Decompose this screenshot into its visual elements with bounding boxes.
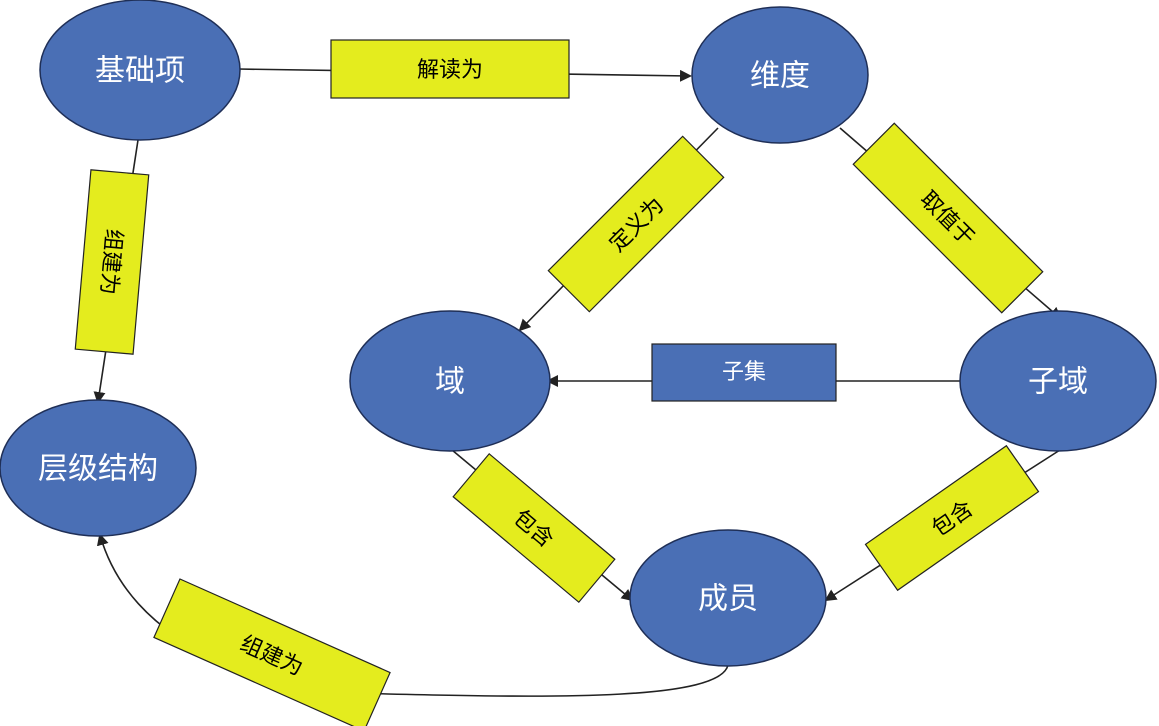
edge-label-built-as-top: 组建为 [74, 169, 150, 355]
node-dimension: 维度 [691, 6, 869, 144]
edge-label-interpreted-as: 解读为 [330, 39, 570, 99]
edge-line-member-to-hierarchy [96, 533, 729, 697]
node-label: 域 [435, 365, 465, 400]
node-label: 基础项 [95, 54, 185, 89]
edge-label-text: 子集 [722, 360, 766, 385]
node-label: 子域 [1028, 365, 1088, 400]
edge-label-text: 解读为 [417, 58, 483, 83]
node-label: 层级结构 [38, 452, 158, 487]
node-label: 成员 [698, 582, 758, 617]
node-label: 维度 [750, 59, 810, 94]
edge-label-defined-as: 定义为 [547, 135, 725, 313]
edge-labels: 解读为 定义为 取值于 子集 组建为 包含 包含 [74, 39, 1044, 726]
node-hierarchy: 层级结构 [0, 399, 197, 537]
nodes: 基础项 维度 域 子域 层级结构 成员 [0, 0, 1157, 667]
edge-label-contains-right: 包含 [864, 444, 1040, 592]
node-subdomain: 子域 [959, 310, 1157, 452]
node-member: 成员 [629, 529, 827, 667]
node-basic-item: 基础项 [39, 0, 241, 141]
edge-label-subset: 子集 [651, 343, 837, 402]
edge-label-built-as-bottom: 组建为 [153, 578, 391, 726]
edge-label-takes-value-in: 取值于 [852, 122, 1044, 314]
node-domain: 域 [349, 310, 551, 452]
edge-label-text: 组建为 [95, 228, 126, 296]
edge-label-contains-left: 包含 [452, 452, 616, 604]
